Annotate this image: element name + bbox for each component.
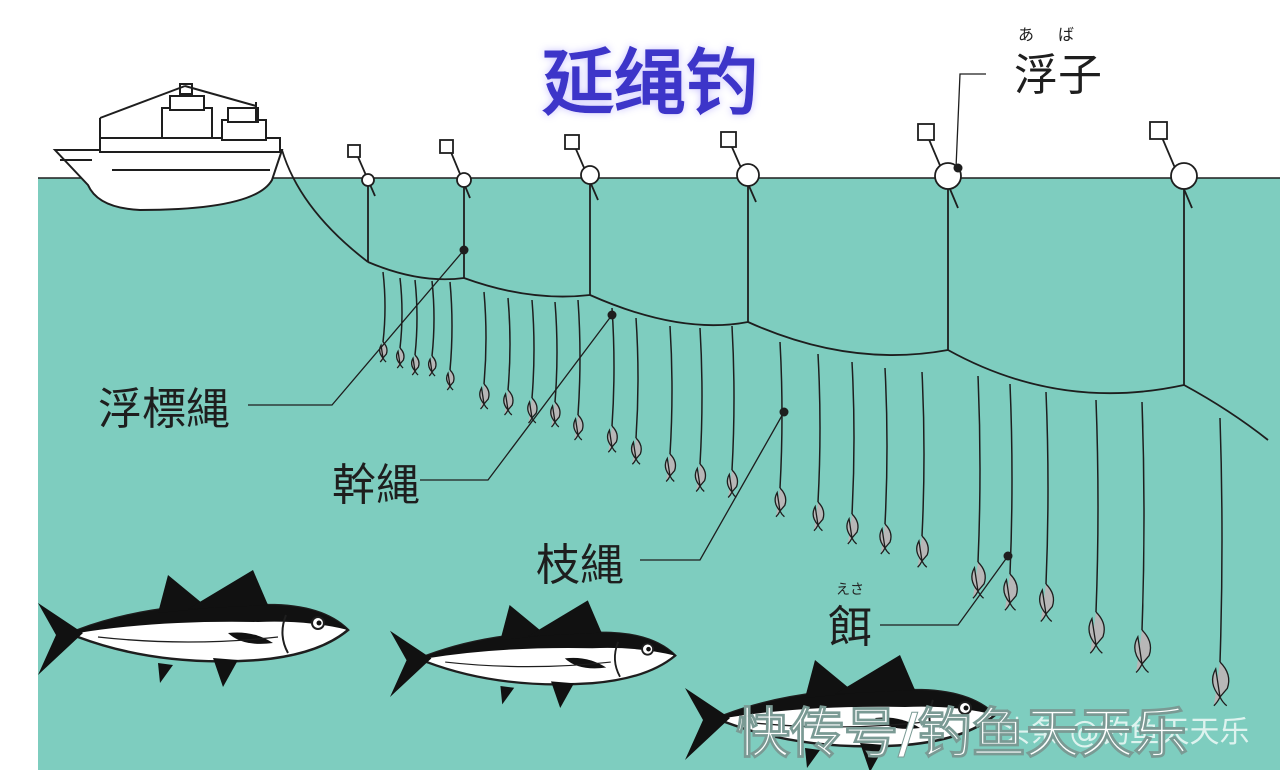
bait-fish (527, 397, 538, 424)
bait-label: 餌 (828, 602, 872, 653)
bait-fish (410, 354, 420, 376)
branch-line (378, 271, 388, 363)
main-line (281, 149, 1269, 441)
branch-line (846, 361, 859, 545)
tuna-fish (390, 600, 677, 709)
branch-line (630, 317, 642, 465)
branch-line (812, 353, 825, 532)
fishing-boat (52, 83, 284, 212)
branch-line (1211, 417, 1230, 707)
branch-line (427, 280, 437, 377)
buoys (347, 121, 1198, 385)
leader-lines (248, 73, 1009, 626)
sea-background (38, 178, 1280, 770)
branch-line (1134, 401, 1152, 674)
branch-line (445, 281, 455, 391)
bait-ruby: えさ (836, 582, 864, 598)
branch-line (916, 371, 929, 568)
branch-line (479, 291, 490, 410)
branch-line (1038, 391, 1055, 623)
branch-line (503, 297, 514, 416)
bait-fish (774, 487, 787, 518)
tuna-fish (685, 655, 997, 770)
bait-fish (378, 341, 388, 363)
buoy-4 (720, 131, 760, 203)
branch-line (726, 325, 739, 499)
bait-fish (1211, 661, 1230, 707)
tuna-school (38, 570, 997, 770)
branch-line (1003, 383, 1018, 611)
float-label: 浮子 (1014, 50, 1102, 101)
branch-lines (378, 271, 1230, 707)
branch-line (395, 277, 405, 369)
leader-dots (459, 163, 1013, 561)
bait-fish (664, 453, 677, 483)
buoy-line-label: 浮標縄 (98, 384, 230, 435)
bait-fish (427, 355, 437, 377)
bait-fish (1038, 583, 1055, 623)
bait-fish (916, 535, 929, 568)
diagram-title: 延绳钓 (542, 41, 758, 125)
watermark-subtext: 头条 @钓鱼天天乐 (1000, 715, 1250, 750)
branch-line (664, 325, 677, 483)
branch-line (606, 307, 618, 453)
bait-fish (846, 513, 859, 545)
buoy-3 (564, 134, 600, 201)
bait-fish (879, 523, 892, 555)
bait-fish (1134, 629, 1152, 674)
float-ruby: あば (1018, 25, 1098, 44)
bait-fish (550, 401, 561, 428)
buoy-5 (917, 123, 962, 209)
branch-line (1088, 399, 1105, 654)
bait-fish (573, 414, 584, 441)
buoy-2 (439, 139, 472, 199)
bait-fish (445, 369, 455, 391)
bait-fish (1003, 573, 1018, 611)
bait-fish (479, 383, 490, 410)
bait-fish (812, 501, 825, 532)
bait-fish (1088, 611, 1105, 654)
main-line-label: 幹縄 (332, 460, 420, 511)
bait-fish (606, 425, 618, 453)
branch-line (550, 301, 561, 428)
bait-fish (694, 463, 707, 493)
bait-fish (630, 437, 642, 465)
watermark-text: 快传号/钓鱼天天乐 (736, 702, 1188, 765)
bait-fish (395, 347, 405, 369)
tuna-fish (38, 570, 350, 687)
buoy-1 (347, 144, 376, 197)
branch-line (879, 367, 892, 555)
buoy-6 (1149, 121, 1198, 209)
branch-line (694, 327, 707, 493)
branch-line (527, 299, 538, 424)
branch-line-label: 枝縄 (536, 540, 624, 591)
branch-line (410, 279, 420, 376)
bait-fish (503, 389, 514, 416)
